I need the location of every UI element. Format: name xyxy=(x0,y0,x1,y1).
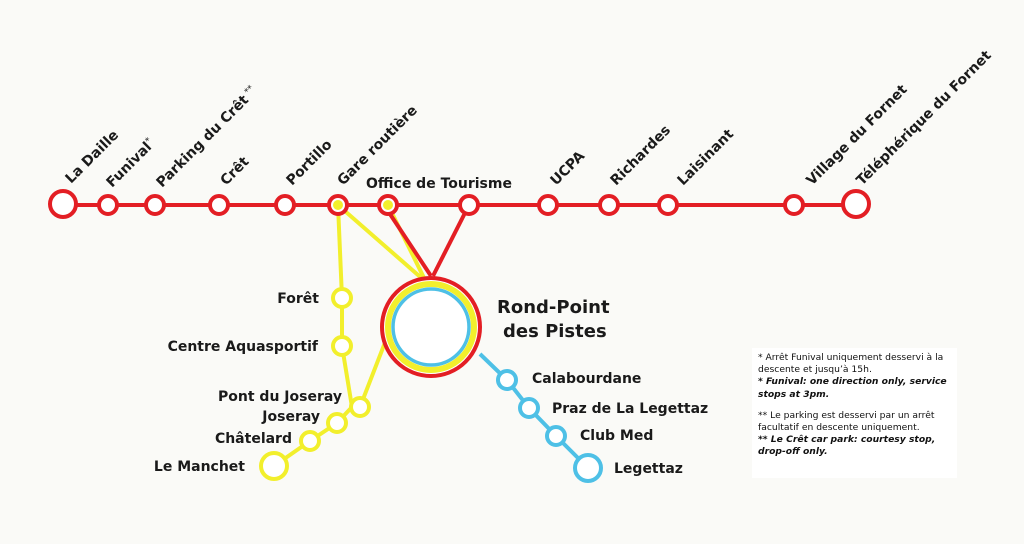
yellow-route-hub xyxy=(336,203,428,284)
label-parking-du-cret: Parking du Crêt** xyxy=(154,83,261,190)
station-funival[interactable] xyxy=(97,194,119,216)
hub-station[interactable] xyxy=(380,276,482,378)
label-legettaz: Legettaz xyxy=(614,461,683,477)
station-club-med[interactable] xyxy=(545,425,567,447)
station-joseray[interactable] xyxy=(326,412,348,434)
footnotes-box: * Arrêt Funival uniquement desservi à la… xyxy=(752,348,957,478)
blue-labels: Calabourdane Praz de La Legettaz Club Me… xyxy=(532,371,708,477)
red-labels: La Daille Funival* Parking du Crêt** Crê… xyxy=(63,48,995,192)
label-cret: Crêt xyxy=(218,154,253,189)
hub-label: Rond-Point des Pistes xyxy=(497,297,610,342)
red-route-hub-office xyxy=(382,203,433,278)
station-portillo[interactable] xyxy=(274,194,296,216)
red-route-hub-ucpa xyxy=(431,204,471,277)
station-laisinant[interactable] xyxy=(657,194,679,216)
station-cret[interactable] xyxy=(208,194,230,216)
label-richardes: Richardes xyxy=(608,122,675,189)
label-laisinant: Laisinant xyxy=(675,126,738,189)
hub-ring-yellow xyxy=(385,281,477,373)
hub-ring-blue xyxy=(391,287,471,367)
red-line xyxy=(63,203,856,278)
gare-routiere-yellow-inner xyxy=(333,200,343,210)
label-le-manchet: Le Manchet xyxy=(154,459,245,475)
station-village-du-fornet[interactable] xyxy=(783,194,805,216)
station-pont-du-joseray[interactable] xyxy=(349,396,371,418)
station-telepherique-du-fornet[interactable] xyxy=(841,189,871,219)
station-richardes[interactable] xyxy=(598,194,620,216)
label-portillo: Portillo xyxy=(284,137,336,189)
label-foret: Forêt xyxy=(277,291,319,307)
label-pont-du-joseray: Pont du Joseray xyxy=(218,389,342,405)
label-centre-aquasportif: Centre Aquasportif xyxy=(168,339,319,355)
station-calabourdane[interactable] xyxy=(496,369,518,391)
notes-spacer xyxy=(758,401,951,410)
office-yellow-inner xyxy=(383,200,393,210)
label-club-med: Club Med xyxy=(580,428,653,444)
station-foret[interactable] xyxy=(331,287,353,309)
station-chatelard[interactable] xyxy=(299,430,321,452)
yellow-stations xyxy=(259,287,371,481)
station-legettaz[interactable] xyxy=(573,453,603,483)
label-funival-suffix: * xyxy=(144,136,155,147)
note-funival-en: * Funival: one direction only, service s… xyxy=(758,376,947,400)
label-ucpa: UCPA xyxy=(548,148,589,189)
note-parking-fr: ** Le parking est desservi par un arrêt … xyxy=(758,409,935,434)
station-le-manchet[interactable] xyxy=(259,451,289,481)
label-praz-de-la-legettaz: Praz de La Legettaz xyxy=(552,401,708,417)
label-office-de-tourisme: Office de Tourisme xyxy=(366,176,512,192)
hub-label-line2: des Pistes xyxy=(503,321,607,342)
station-ucpa-junction[interactable] xyxy=(458,194,480,216)
station-parking-du-cret[interactable] xyxy=(144,194,166,216)
station-ucpa[interactable] xyxy=(537,194,559,216)
label-calabourdane: Calabourdane xyxy=(532,371,641,387)
station-la-daille[interactable] xyxy=(48,189,78,219)
label-joseray: Joseray xyxy=(261,409,320,425)
station-centre-aquasportif[interactable] xyxy=(331,335,353,357)
hub-label-line1: Rond-Point xyxy=(497,297,610,318)
label-parking-suffix: ** xyxy=(243,83,257,97)
yellow-labels: Forêt Centre Aquasportif Pont du Joseray… xyxy=(154,291,342,475)
label-chatelard: Châtelard xyxy=(215,431,292,447)
station-praz-de-la-legettaz[interactable] xyxy=(518,397,540,419)
note-parking-en: ** Le Crêt car park: courtesy stop, drop… xyxy=(758,434,936,458)
note-funival-fr: * Arrêt Funival uniquement desservi à la… xyxy=(758,352,944,376)
blue-stations xyxy=(496,369,603,483)
